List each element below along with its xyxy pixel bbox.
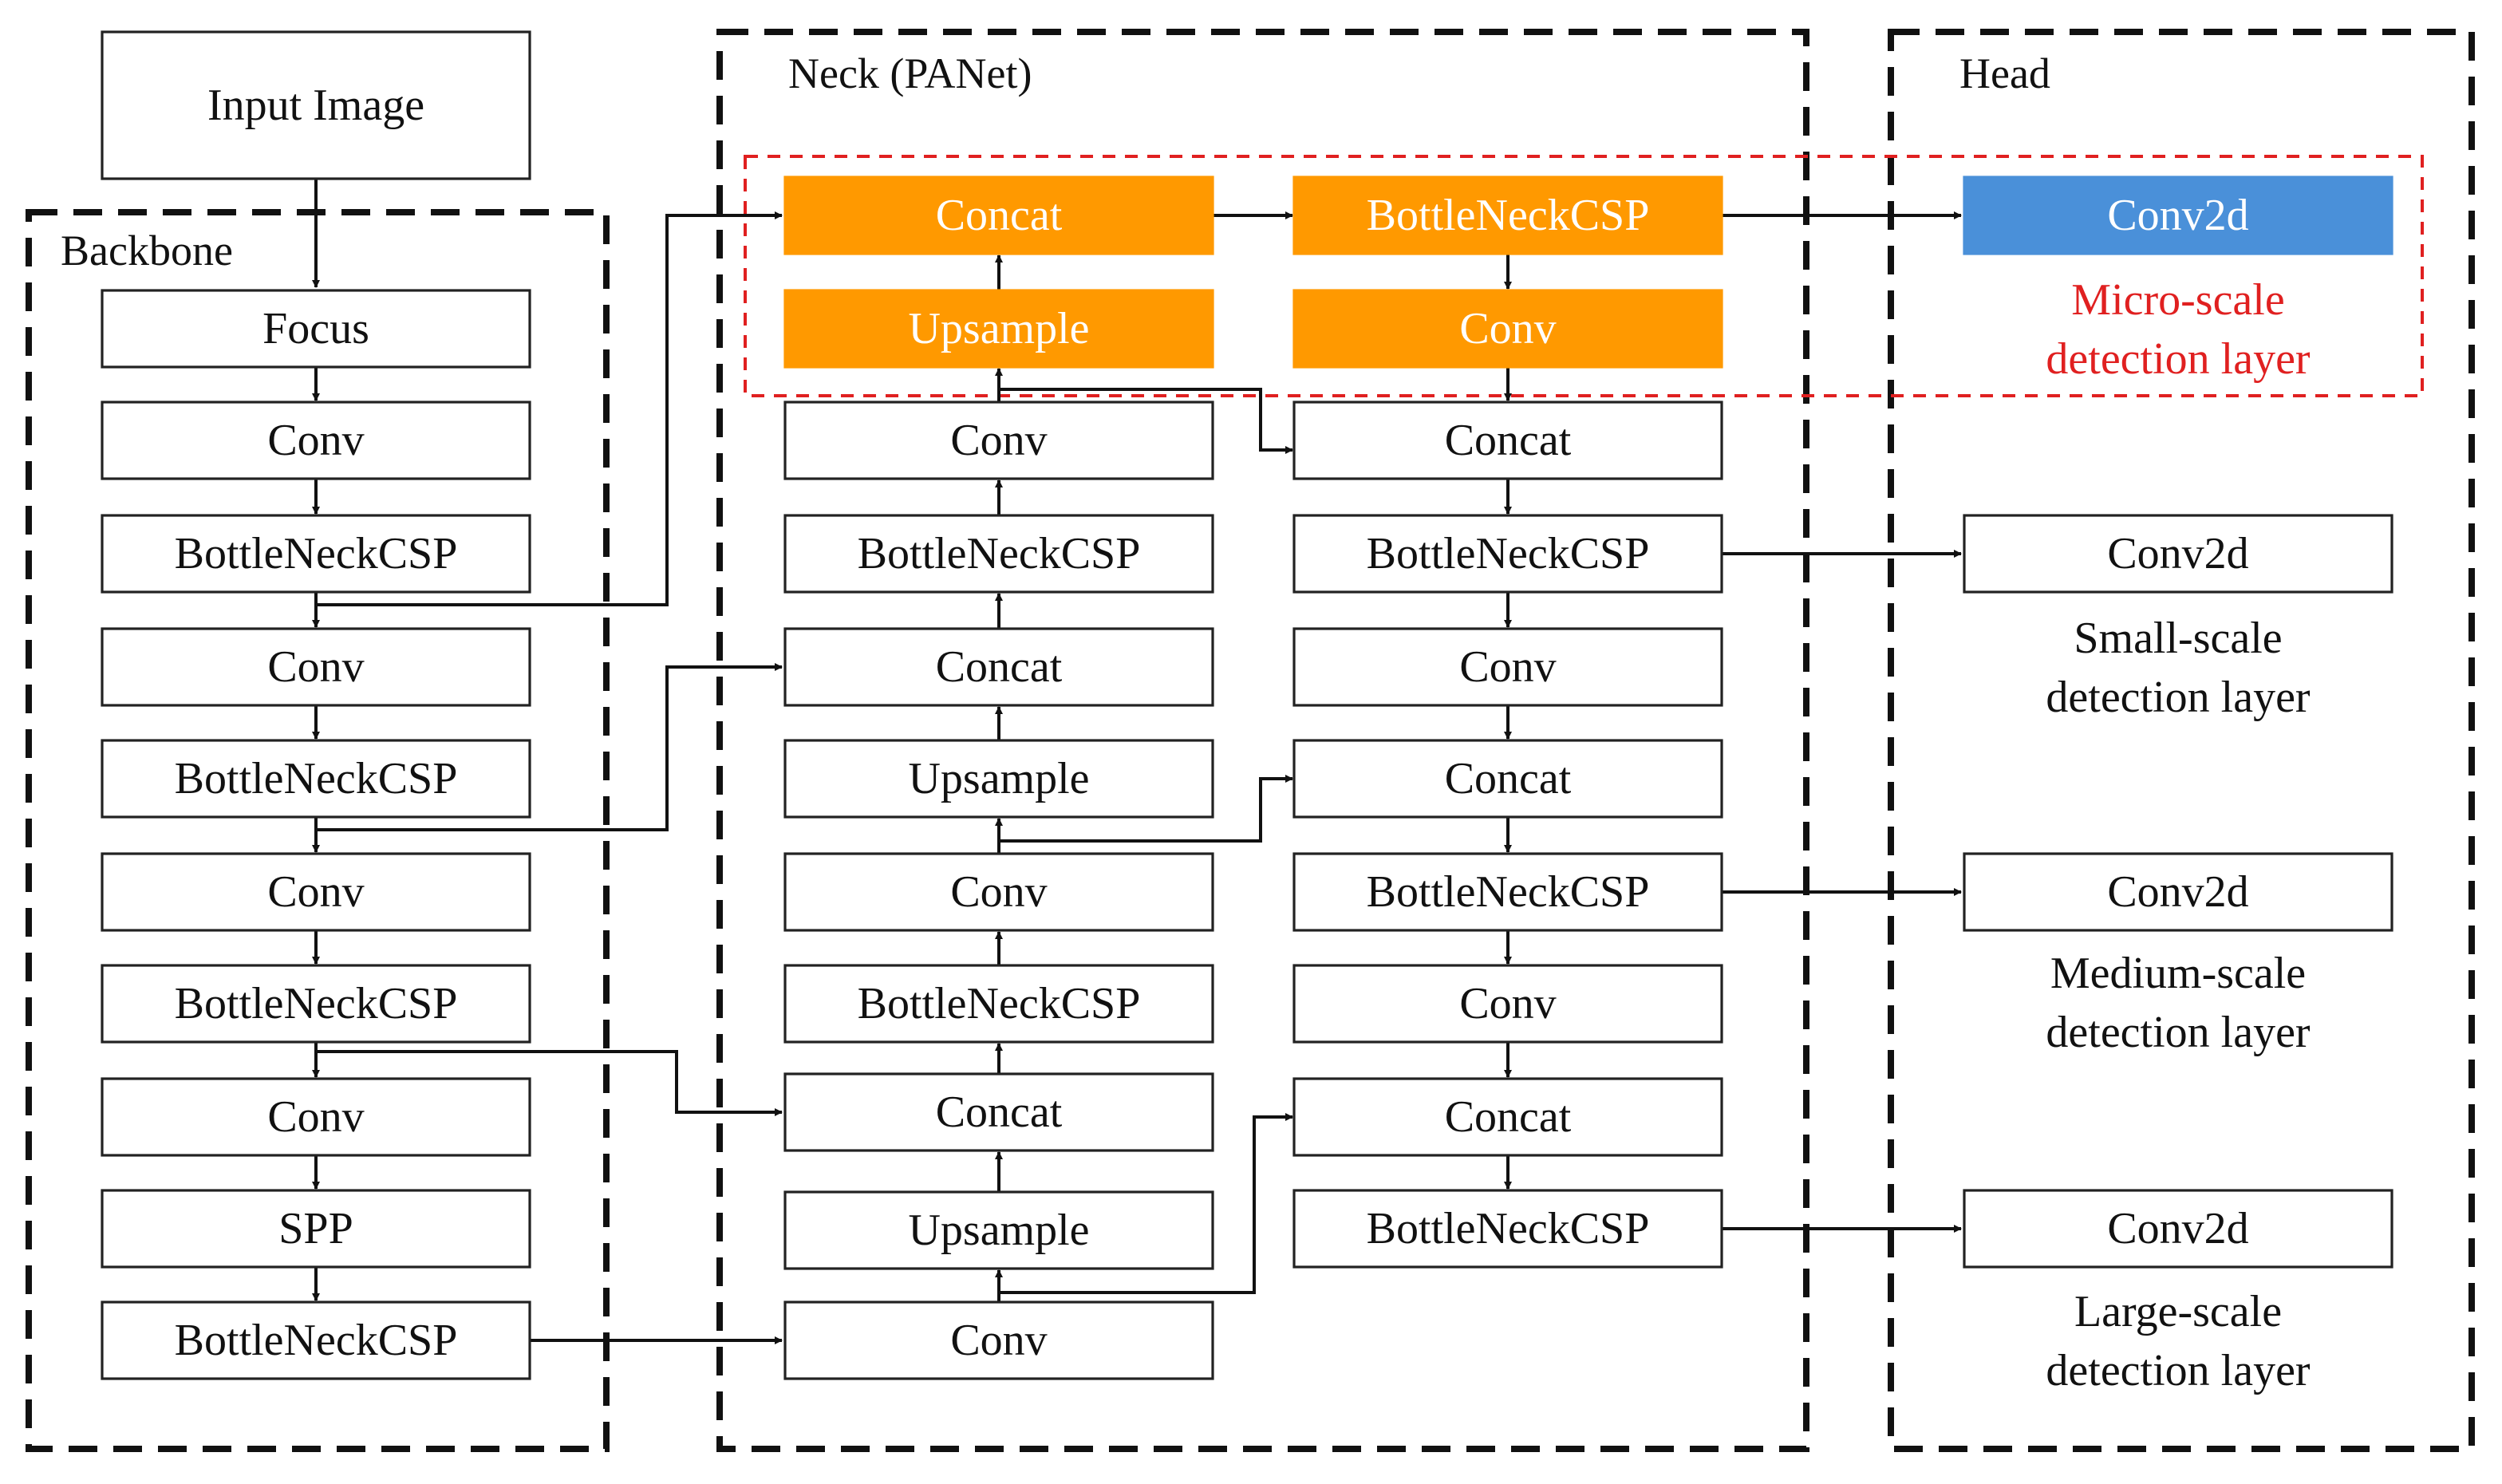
- backbone-block-3: [101, 514, 531, 594]
- neck-right-block-3: [1292, 401, 1723, 480]
- neck-right-block-5: [1292, 627, 1723, 707]
- backbone-block-label: Focus: [262, 304, 369, 353]
- head-output-label: Conv2d: [2107, 191, 2248, 240]
- neck-left-block-label: BottleNeckCSP: [858, 529, 1141, 578]
- backbone-block-label: Conv: [267, 416, 364, 465]
- backbone-block-label: BottleNeckCSP: [175, 754, 458, 803]
- head-output-4: [1963, 1189, 2393, 1269]
- backbone-block-8: [101, 1077, 531, 1157]
- neck-left-block-3: [783, 401, 1214, 480]
- neck-left-block-label: Upsample: [908, 754, 1089, 803]
- input-image-label: Input Image: [207, 81, 424, 130]
- input-image-box: [101, 30, 531, 180]
- neck-left-block-7: [783, 852, 1214, 932]
- arrow-skip-backbone-to-top-concat: [316, 211, 783, 606]
- backbone-block-2: [101, 401, 531, 480]
- arrow-lateral-to-concat-2: [999, 775, 1293, 843]
- neck-right-block-10: [1292, 1189, 1723, 1269]
- backbone-block-6: [101, 852, 531, 932]
- head-output-3: [1963, 852, 2393, 932]
- blocks: [101, 30, 2393, 1380]
- neck-left-block-6: [783, 739, 1214, 819]
- backbone-block-label: BottleNeckCSP: [175, 529, 458, 578]
- head-output-label: Conv2d: [2107, 867, 2248, 917]
- head-caption-line1: Large-scale: [2074, 1287, 2282, 1336]
- neck-left-block-label: Conv: [950, 1316, 1047, 1365]
- neck-right-block-label: Concat: [1445, 754, 1572, 803]
- backbone-block-4: [101, 627, 531, 707]
- neck-left-block-11: [783, 1300, 1214, 1380]
- head-output-label: Conv2d: [2107, 529, 2248, 578]
- neck-left-block-label: Conv: [950, 867, 1047, 917]
- neck-left-block-5: [783, 627, 1214, 707]
- neck-right-block-label: Conv: [1459, 642, 1556, 692]
- head-output-2: [1963, 514, 2393, 594]
- backbone-block-1: [101, 289, 531, 369]
- neck-right-block-label: BottleNeckCSP: [1367, 867, 1650, 917]
- neck-right-block-label: Concat: [1445, 416, 1572, 465]
- backbone-block-10: [101, 1300, 531, 1380]
- neck-right-block-label: BottleNeckCSP: [1367, 191, 1650, 240]
- head-caption-line1: Medium-scale: [2050, 949, 2306, 998]
- neck-right-block-7: [1292, 852, 1723, 932]
- neck-left-block-label: Upsample: [908, 1206, 1089, 1255]
- neck-left-block-label: Concat: [936, 1087, 1063, 1137]
- head-caption-line2: detection layer: [2046, 673, 2311, 722]
- neck-frame: [716, 29, 1809, 1452]
- head-caption-line2: detection layer: [2046, 1008, 2311, 1057]
- head-caption-line2: detection layer: [2046, 1346, 2311, 1395]
- connection-lines: [312, 179, 1962, 1344]
- neck-left-block-label: BottleNeckCSP: [858, 979, 1141, 1028]
- neck-left-block-9: [783, 1072, 1214, 1152]
- neck-right-block-2: [1292, 289, 1723, 369]
- neck-left-block-label: Conv: [950, 416, 1047, 465]
- backbone-block-label: Conv: [267, 1092, 364, 1142]
- arrow-lateral-to-concat-3: [999, 1113, 1293, 1294]
- head-caption-line1: Micro-scale: [2071, 275, 2284, 325]
- head-title: Head: [1959, 49, 2050, 97]
- neck-left-block-4: [783, 514, 1214, 594]
- backbone-block-label: BottleNeckCSP: [175, 979, 458, 1028]
- neck-right-block-label: BottleNeckCSP: [1367, 1204, 1650, 1253]
- backbone-block-9: [101, 1189, 531, 1269]
- head-frame: [1888, 29, 2475, 1452]
- neck-left-block-label: Concat: [936, 642, 1063, 692]
- neck-right-block-label: Conv: [1459, 979, 1556, 1028]
- neck-right-block-label: Conv: [1459, 304, 1556, 353]
- arrow-skip-backbone-to-concat-2: [316, 663, 783, 831]
- head-output-label: Conv2d: [2107, 1204, 2248, 1253]
- neck-right-block-9: [1292, 1077, 1723, 1157]
- head-caption-line2: detection layer: [2046, 334, 2311, 384]
- backbone-block-7: [101, 964, 531, 1044]
- backbone-block-label: Conv: [267, 642, 364, 692]
- backbone-title: Backbone: [61, 227, 233, 274]
- head-caption-line1: Small-scale: [2074, 614, 2282, 663]
- backbone-block-label: Conv: [267, 867, 364, 917]
- neck-left-block-2: [783, 289, 1214, 369]
- backbone-block-label: BottleNeckCSP: [175, 1316, 458, 1365]
- neck-right-block-6: [1292, 739, 1723, 819]
- neck-right-block-8: [1292, 964, 1723, 1044]
- neck-left-block-label: Concat: [936, 191, 1063, 240]
- neck-left-block-1: [783, 176, 1214, 255]
- backbone-block-5: [101, 739, 531, 819]
- neck-left-block-10: [783, 1190, 1214, 1270]
- neck-right-block-1: [1292, 176, 1723, 255]
- neck-title: Neck (PANet): [788, 49, 1032, 97]
- arrow-skip-backbone-to-concat-3: [316, 1050, 783, 1116]
- neck-left-block-label: Upsample: [908, 304, 1089, 353]
- neck-right-block-label: Concat: [1445, 1092, 1572, 1142]
- neck-right-block-4: [1292, 514, 1723, 594]
- arrow-lateral-to-concat-1: [999, 388, 1293, 454]
- micro-scale-highlight-frame: [744, 155, 2424, 397]
- neck-left-block-8: [783, 964, 1214, 1044]
- head-output-1: [1963, 176, 2393, 255]
- backbone-block-label: SPP: [278, 1204, 353, 1253]
- neck-right-block-label: BottleNeckCSP: [1367, 529, 1650, 578]
